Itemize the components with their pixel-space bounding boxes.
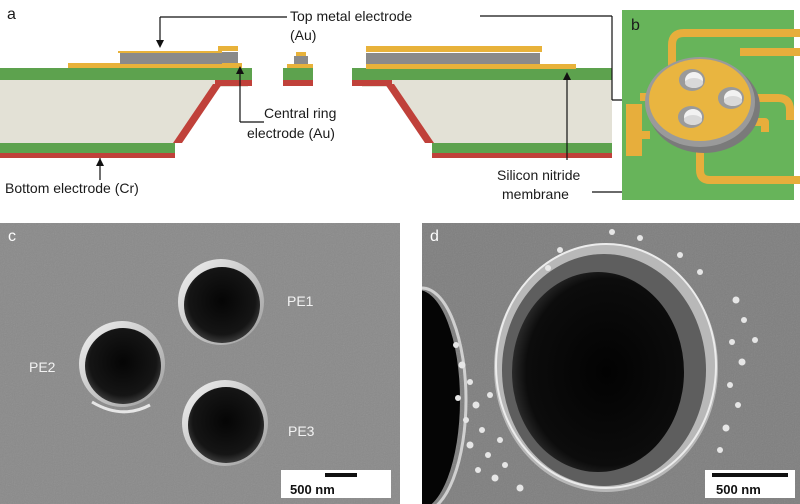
sem-image-c (0, 223, 400, 504)
panel-label-b: b (631, 17, 640, 34)
panel-label-d: d (430, 228, 439, 245)
pore-label-pe1: PE1 (287, 293, 314, 309)
chromium-slope-left (173, 84, 222, 143)
gray-step-left (222, 52, 238, 63)
gold-top-left (118, 46, 238, 53)
scale-bar-d: 500 nm (705, 470, 795, 498)
label-central-ring-au: electrode (Au) (247, 125, 335, 141)
gold-top-right (366, 46, 542, 52)
gray-island (294, 56, 308, 65)
nitride-island (283, 68, 313, 80)
cross-section-diagram (0, 46, 612, 158)
scale-bar-d-label: 500 nm (716, 482, 761, 497)
disk-holes (678, 69, 744, 128)
gold-island-cap (296, 52, 306, 56)
panel-label-c: c (8, 228, 16, 245)
device-render (622, 10, 800, 200)
label-bottom-electrode: Bottom electrode (Cr) (5, 180, 139, 196)
label-top-electrode-au: (Au) (290, 27, 316, 43)
gold-thin-right (366, 64, 576, 69)
nitride-top-right (352, 68, 612, 80)
surface-particles (453, 229, 758, 492)
pore-label-pe2: PE2 (29, 359, 56, 375)
scale-bar-c: 500 nm (281, 470, 391, 498)
label-silicon-nitride: Silicon nitride (497, 167, 580, 183)
gray-layer-left (120, 51, 222, 64)
label-central-ring: Central ring (264, 105, 336, 121)
chromium-under-right (352, 80, 392, 86)
gold-ring-left (228, 63, 242, 68)
chromium-bottom-left (0, 153, 175, 158)
pore-pe2 (79, 321, 165, 414)
sem-image-d (422, 223, 800, 504)
silicon-right (362, 80, 612, 143)
gold-island (287, 64, 313, 68)
scale-bar-c-label: 500 nm (290, 482, 335, 497)
nitride-bottom-left (0, 143, 175, 153)
nitride-bottom-right (432, 143, 612, 153)
chromium-under-left (215, 80, 252, 86)
nitride-top-left (0, 68, 252, 80)
pore-label-pe3: PE3 (288, 423, 315, 439)
label-membrane: membrane (502, 186, 569, 202)
gray-layer-right (366, 53, 540, 65)
label-top-electrode: Top metal electrode (290, 8, 412, 24)
chromium-slope-right (385, 84, 434, 143)
chromium-bottom-right (432, 153, 612, 158)
pore-pe1 (178, 259, 264, 345)
panel-label-a: a (7, 6, 16, 23)
pore-pe3 (182, 380, 268, 466)
chromium-under-island (283, 80, 313, 86)
gold-thin-left (68, 63, 228, 68)
